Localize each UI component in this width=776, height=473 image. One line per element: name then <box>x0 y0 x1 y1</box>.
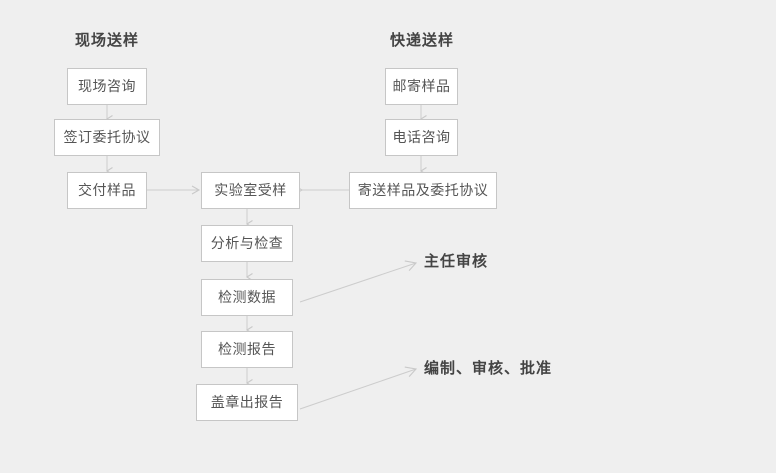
node-lab-receive[interactable]: 实验室受样 <box>201 172 300 209</box>
node-test-data[interactable]: 检测数据 <box>201 279 293 316</box>
node-onsite-consult[interactable]: 现场咨询 <box>67 68 147 105</box>
connector-stamped-to-approve <box>299 366 418 410</box>
side-label-compile-review-approve: 编制、审核、批准 <box>424 359 553 377</box>
column-title-express: 快递送样 <box>390 31 455 49</box>
node-sign-agreement[interactable]: 签订委托协议 <box>54 119 160 156</box>
node-stamped-report[interactable]: 盖章出报告 <box>196 384 298 421</box>
node-send-sample-agreement[interactable]: 寄送样品及委托协议 <box>349 172 497 209</box>
node-analysis-check[interactable]: 分析与检查 <box>201 225 293 262</box>
side-label-director-review: 主任审核 <box>424 252 489 270</box>
node-mail-sample[interactable]: 邮寄样品 <box>385 68 458 105</box>
node-test-report[interactable]: 检测报告 <box>201 331 293 368</box>
column-title-onsite: 现场送样 <box>75 31 140 49</box>
connector-data-to-director-review <box>299 260 418 303</box>
node-deliver-sample[interactable]: 交付样品 <box>67 172 147 209</box>
node-phone-consult[interactable]: 电话咨询 <box>385 119 458 156</box>
